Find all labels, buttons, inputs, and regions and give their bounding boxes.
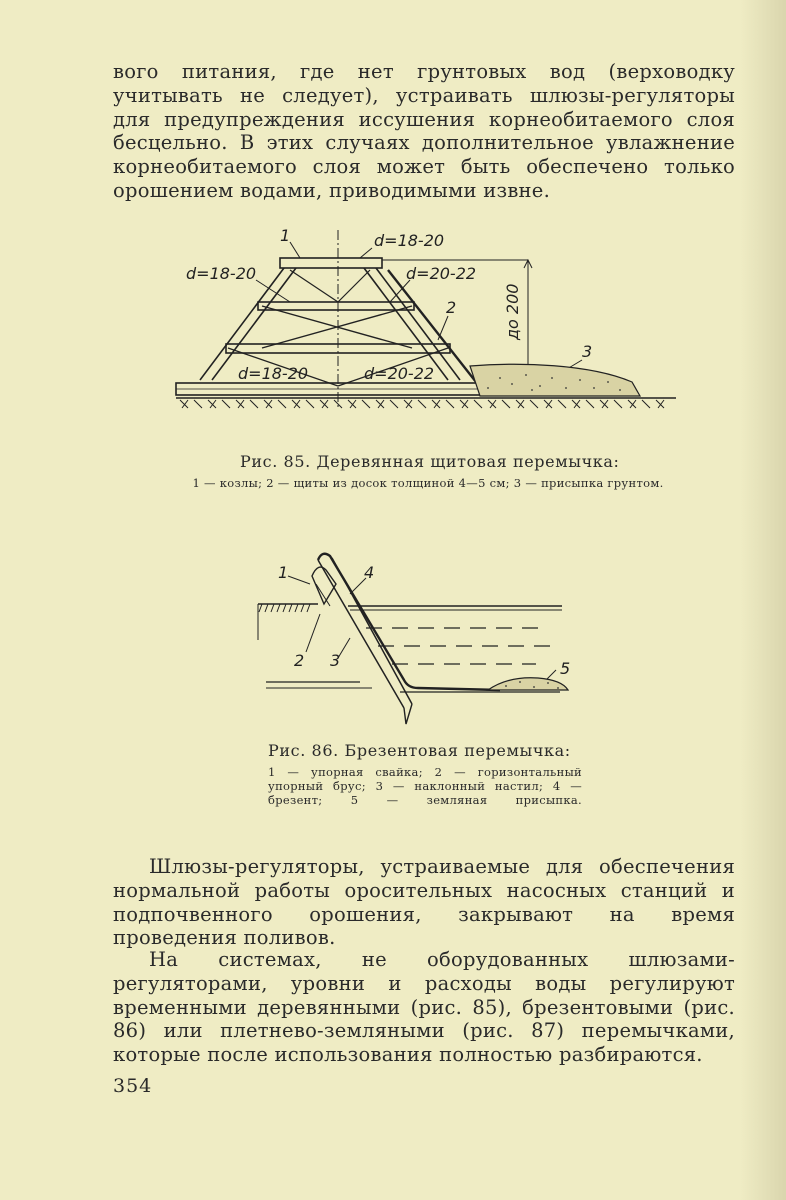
fig85-label-d-bottom-left: d=18-20 [238,364,308,383]
figure-86-caption: Рис. 86. Брезентовая перемычка: [268,741,571,760]
fig85-label-d-bottom-right: d=20-22 [364,364,434,383]
paragraph-bottom-1: Шлюзы-регуляторы, устраиваемые для обесп… [113,855,735,950]
fig86-label-4: 4 [364,563,374,582]
fig85-label-d-top: d=18-20 [374,231,444,250]
page-edge-shadow [740,0,786,1200]
fig85-label-3: 3 [582,342,592,361]
fig86-label-3: 3 [330,651,340,670]
fig86-label-5: 5 [560,659,570,678]
fig85-label-1: 1 [280,226,290,245]
fig86-label-1: 1 [278,563,288,582]
fig85-label-height: до 200 [503,284,522,341]
page-number: 354 [113,1075,153,1097]
figure-85-legend: 1 — козлы; 2 — щиты из досок толщиной 4—… [192,476,664,490]
figure-85-caption: Рис. 85. Деревянная щитовая перемычка: [240,452,620,471]
paragraph-top: вого питания, где нет грунтовых вод (вер… [113,60,735,202]
figure-86-drawing: 1 4 2 3 5 [257,552,570,725]
fig85-label-d-right: d=20-22 [406,264,476,283]
figure-86-legend: 1 — упорная свайка; 2 — горизонтальный у… [268,765,582,807]
figure-85-drawing: 1 d=18-20 d=18-20 d=20-22 2 3 d=18-20 d=… [175,226,676,410]
fig85-label-d-left: d=18-20 [186,264,256,283]
paragraph-bottom-2: На системах, не оборудованных шлюзами-ре… [113,948,735,1067]
fig86-label-2: 2 [294,651,304,670]
fig85-label-2: 2 [446,298,456,317]
